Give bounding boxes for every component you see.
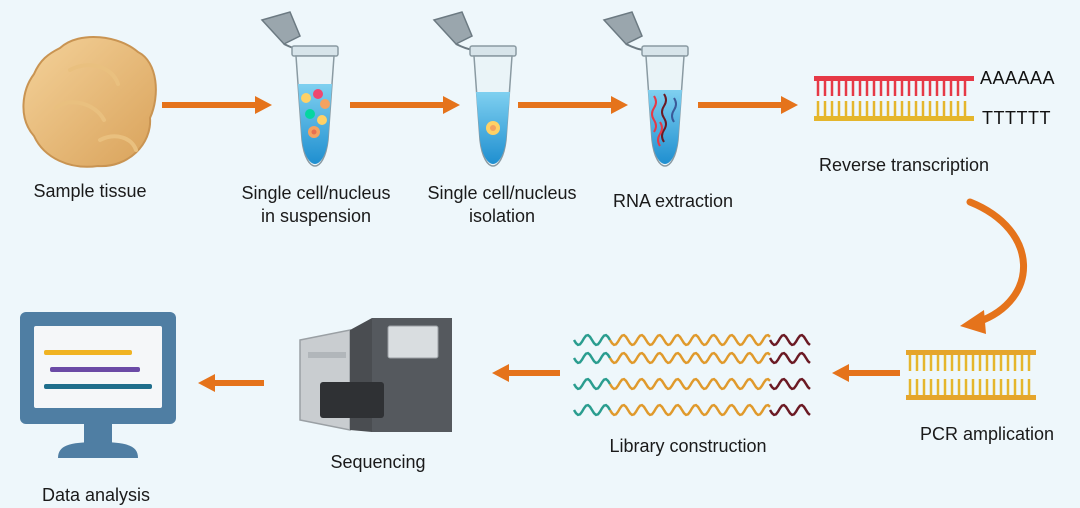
flow-arrow-3 bbox=[518, 96, 628, 114]
tube-suspension-icon bbox=[260, 11, 339, 167]
library-wave-orange bbox=[608, 351, 771, 365]
sequencing-label: Sequencing bbox=[330, 452, 426, 472]
library-wave-orange bbox=[608, 403, 771, 417]
single-cell-isolation-label-line2: isolation bbox=[468, 206, 536, 226]
library-waves bbox=[572, 333, 811, 417]
flow-arrow-1 bbox=[162, 96, 272, 114]
tissue-sample-icon bbox=[22, 36, 157, 168]
flow-arrow-5 bbox=[832, 364, 900, 382]
library-wave-maroon bbox=[768, 333, 811, 347]
pcr-amplification-label: PCR amplication bbox=[919, 424, 1055, 444]
reverse-transcription-strands bbox=[814, 76, 974, 121]
library-wave-maroon bbox=[768, 403, 811, 417]
library-wave-teal bbox=[572, 403, 612, 417]
data-analysis-label: Data analysis bbox=[41, 485, 151, 505]
single-cell-suspension-label: Single cell/nucleus in suspension bbox=[232, 182, 400, 228]
library-wave-maroon bbox=[768, 377, 811, 391]
single-cell-isolation-label-line1: Single cell/nucleus bbox=[427, 183, 577, 203]
flow-arrow-6 bbox=[492, 364, 560, 382]
single-cell-isolation-label: Single cell/nucleus isolation bbox=[418, 182, 586, 228]
reverse-transcription-label: Reverse transcription bbox=[818, 155, 990, 175]
tube-isolation-icon bbox=[432, 11, 517, 167]
library-construction-label: Library construction bbox=[609, 436, 767, 456]
sample-tissue-label: Sample tissue bbox=[33, 181, 147, 201]
library-wave-teal bbox=[572, 333, 612, 347]
library-wave-teal bbox=[572, 377, 612, 391]
library-wave-orange bbox=[608, 333, 771, 347]
single-cell-suspension-label-line1: Single cell/nucleus bbox=[241, 183, 391, 203]
library-wave-maroon bbox=[768, 351, 811, 365]
flow-arrow-4 bbox=[698, 96, 798, 114]
tube-rna-icon bbox=[602, 11, 689, 167]
poly-t-label: TTTTTT bbox=[982, 108, 1051, 128]
flow-arrow-2 bbox=[350, 96, 460, 114]
library-wave-orange bbox=[608, 377, 771, 391]
rna-extraction-label: RNA extraction bbox=[612, 191, 734, 211]
flow-arrow-7 bbox=[198, 374, 264, 392]
flow-arrow-curved bbox=[960, 198, 1027, 334]
single-cell-suspension-label-line2: in suspension bbox=[260, 206, 372, 226]
computer-monitor-icon bbox=[20, 312, 176, 458]
sequencer-machine-icon bbox=[299, 318, 452, 432]
poly-a-label: AAAAAA bbox=[980, 68, 1056, 88]
pcr-amplification-strands bbox=[906, 350, 1036, 400]
library-wave-teal bbox=[572, 351, 612, 365]
